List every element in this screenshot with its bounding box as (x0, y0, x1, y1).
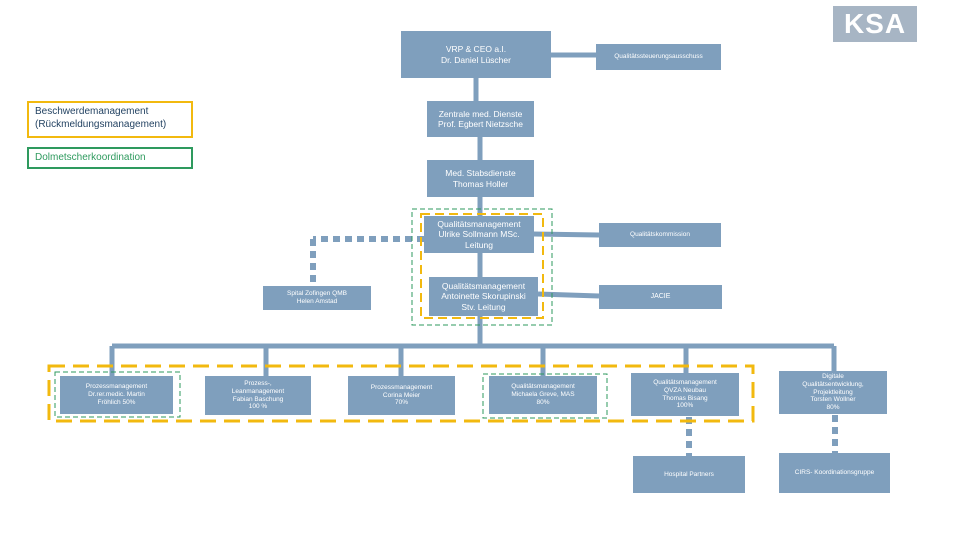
node-digital-line2: Qualitätsentwicklung, (802, 380, 864, 388)
node-lean-line2: Leanmanagement (231, 387, 285, 395)
node-greve-line1: Qualitätsmanagement (511, 383, 575, 391)
node-qvza-line2: QVZA Neubau (664, 386, 706, 394)
node-qm-deputy[interactable]: Qualitätsmanagement Antoinette Skorupins… (429, 277, 538, 316)
node-corina-line1: Prozessmanagement (370, 383, 433, 391)
node-zofingen-line1: Spital Zofingen QMB (287, 290, 347, 298)
node-qm-lead-line3: Leitung (465, 239, 493, 250)
node-qm-lead-line2: Ulrike Sollmann MSc. (438, 229, 520, 240)
ksa-logo: KSA (833, 6, 917, 42)
node-greve-line2: Michaela Greve, MAS (511, 391, 575, 399)
node-process-line2: Dr.rer.medic. Martin (88, 391, 145, 399)
node-lean-management[interactable]: Prozess-, Leanmanagement Fabian Baschung… (205, 376, 311, 415)
node-jacie-line1: JACIE (650, 292, 671, 300)
node-ceo-line1: VRP & CEO a.I. (445, 44, 507, 55)
node-digital-line5: 80% (826, 404, 840, 412)
node-digital-line4: Torsten Wollner (810, 396, 856, 404)
node-process-line3: Fröhlich 50% (97, 398, 136, 406)
node-digital-line3: Projektleitung (813, 388, 853, 396)
node-steering-line1: Qualitätssteuerungsausschuss (614, 53, 703, 61)
node-central-line2: Prof. Egbert Nietzsche (437, 119, 524, 129)
node-process-management-meier[interactable]: Prozessmanagement Corina Meier 70% (348, 376, 455, 415)
node-ceo[interactable]: VRP & CEO a.I. Dr. Daniel Lüscher (401, 31, 551, 78)
node-process-management-froehlich[interactable]: Prozessmanagement Dr.rer.medic. Martin F… (60, 376, 173, 414)
legend-interpreter-coordination: Dolmetscherkoordination (27, 147, 193, 169)
node-central-medical-services[interactable]: Zentrale med. Dienste Prof. Egbert Nietz… (427, 101, 534, 137)
node-staff-line1: Med. Stabsdienste (445, 168, 516, 179)
node-commission-line1: Qualitätskommission (630, 231, 690, 239)
node-staff-line2: Thomas Holler (452, 178, 509, 189)
node-steering-committee[interactable]: Qualitätssteuerungsausschuss (596, 44, 721, 70)
node-hospital-line1: Hospital Partners (664, 470, 714, 478)
node-lean-line3: Fabian Baschung (232, 395, 284, 403)
node-qm-deputy-line2: Antoinette Skorupinski (441, 291, 526, 302)
node-ceo-line2: Dr. Daniel Lüscher (441, 54, 511, 65)
node-quality-commission[interactable]: Qualitätskommission (599, 223, 721, 247)
node-lean-line4: 100 % (248, 403, 268, 411)
node-qm-lead[interactable]: Qualitätsmanagement Ulrike Sollmann MSc.… (424, 216, 534, 253)
node-greve-line3: 80% (536, 398, 550, 406)
node-qm-greve[interactable]: Qualitätsmanagement Michaela Greve, MAS … (489, 376, 597, 414)
node-digital-line1: Digitale (822, 373, 844, 380)
node-zofingen-line2: Helen Amstad (296, 298, 338, 305)
node-cirs-coordination[interactable]: CIRS- Koordinationsgruppe (779, 453, 890, 493)
legend-complaint-line2: (Rückmeldungsmanagement) (35, 118, 167, 130)
legend-interpreter-label: Dolmetscherkoordination (35, 152, 146, 163)
node-central-line1: Zentrale med. Dienste (438, 108, 523, 119)
node-qvza-line4: 100% (676, 402, 694, 410)
node-corina-line2: Corina Meier (382, 391, 421, 399)
node-qm-lead-line1: Qualitätsmanagement (437, 219, 521, 230)
node-qm-deputy-line1: Qualitätsmanagement (441, 281, 526, 292)
node-cirs-line1: CIRS- Koordinationsgruppe (794, 469, 875, 477)
node-process-line1: Prozessmanagement (85, 383, 148, 391)
node-qvza-line3: Thomas Bisang (662, 394, 708, 402)
node-qvza-line1: Qualitätsmanagement (653, 378, 717, 386)
node-qm-qvza[interactable]: Qualitätsmanagement QVZA Neubau Thomas B… (631, 373, 739, 416)
node-digital-quality[interactable]: Digitale Qualitätsentwicklung, Projektle… (779, 371, 887, 414)
node-medical-staff-services[interactable]: Med. Stabsdienste Thomas Holler (427, 160, 534, 197)
node-corina-line3: 70% (394, 399, 408, 407)
node-spital-zofingen[interactable]: Spital Zofingen QMB Helen Amstad (263, 286, 371, 310)
node-hospital-partners[interactable]: Hospital Partners (633, 456, 745, 493)
node-jacie[interactable]: JACIE (599, 285, 722, 309)
node-lean-line1: Prozess-, (244, 379, 272, 387)
node-qm-deputy-line3: Stv. Leitung (461, 301, 506, 312)
legend-complaint-line1: Beschwerdemanagement (35, 106, 149, 117)
legend-complaint-management: Beschwerdemanagement (Rückmeldungsmanage… (27, 101, 193, 138)
